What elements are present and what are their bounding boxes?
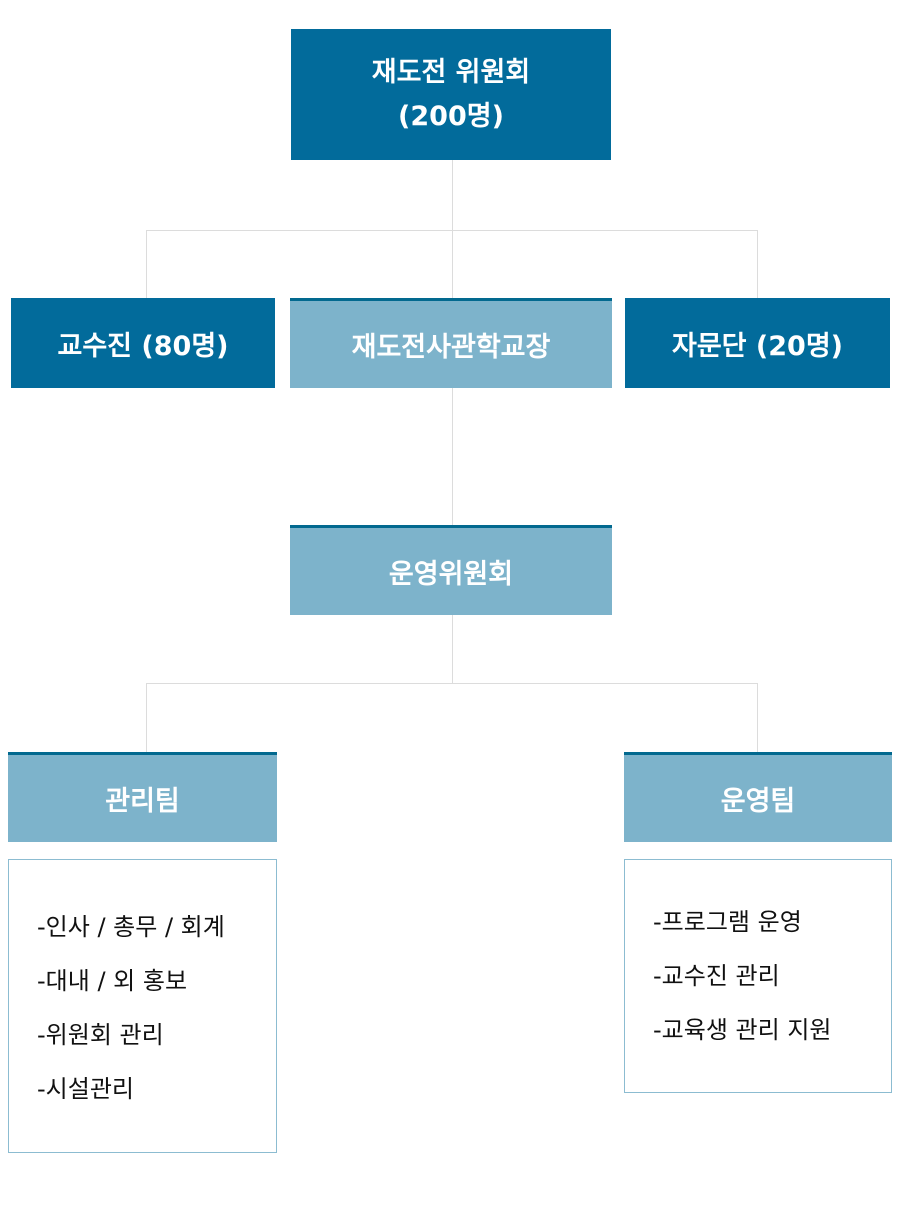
- connector-teams-horizontal: [146, 683, 758, 684]
- connector-top-vertical: [452, 160, 453, 298]
- connector-center-vertical: [452, 388, 453, 526]
- node-steering-committee: 운영위원회: [290, 525, 612, 615]
- node-reentry-committee: 재도전 위원회 (200명): [291, 29, 611, 160]
- list-item: -교수진 관리: [653, 962, 780, 990]
- node-advisory-group-label: 자문단 (20명): [671, 330, 843, 362]
- list-item: -교육생 관리 지원: [653, 1016, 832, 1044]
- connector-left-drop: [146, 230, 147, 298]
- list-item: -인사 / 총무 / 회계: [37, 913, 225, 941]
- node-management-team-label: 관리팀: [105, 786, 180, 817]
- node-operations-team: 운영팀: [624, 752, 892, 842]
- list-item: -프로그램 운영: [653, 908, 802, 936]
- node-operations-team-label: 운영팀: [720, 786, 796, 817]
- node-reentry-committee-count: (200명): [398, 100, 504, 132]
- list-item: -시설관리: [37, 1075, 134, 1103]
- connector-team-right-drop: [757, 683, 758, 752]
- node-academy-head-label: 재도전사관학교장: [351, 332, 551, 363]
- connector-right-drop: [757, 230, 758, 298]
- node-steering-committee-label: 운영위원회: [388, 559, 514, 590]
- node-faculty: 교수진 (80명): [11, 298, 275, 388]
- list-item: -대내 / 외 홍보: [37, 967, 188, 995]
- connector-team-left-drop: [146, 683, 147, 752]
- connector-level2-horizontal: [146, 230, 758, 231]
- management-duties-list: -인사 / 총무 / 회계 -대내 / 외 홍보 -위원회 관리 -시설관리: [8, 859, 277, 1153]
- node-advisory-group: 자문단 (20명): [625, 298, 890, 388]
- node-management-team: 관리팀: [8, 752, 277, 842]
- node-academy-head: 재도전사관학교장: [290, 298, 612, 388]
- node-faculty-label: 교수진 (80명): [57, 330, 229, 362]
- node-reentry-committee-title: 재도전 위원회: [371, 56, 531, 88]
- operations-duties-list: -프로그램 운영 -교수진 관리 -교육생 관리 지원: [624, 859, 892, 1093]
- list-item: -위원회 관리: [37, 1021, 164, 1049]
- connector-committee-vertical: [452, 615, 453, 683]
